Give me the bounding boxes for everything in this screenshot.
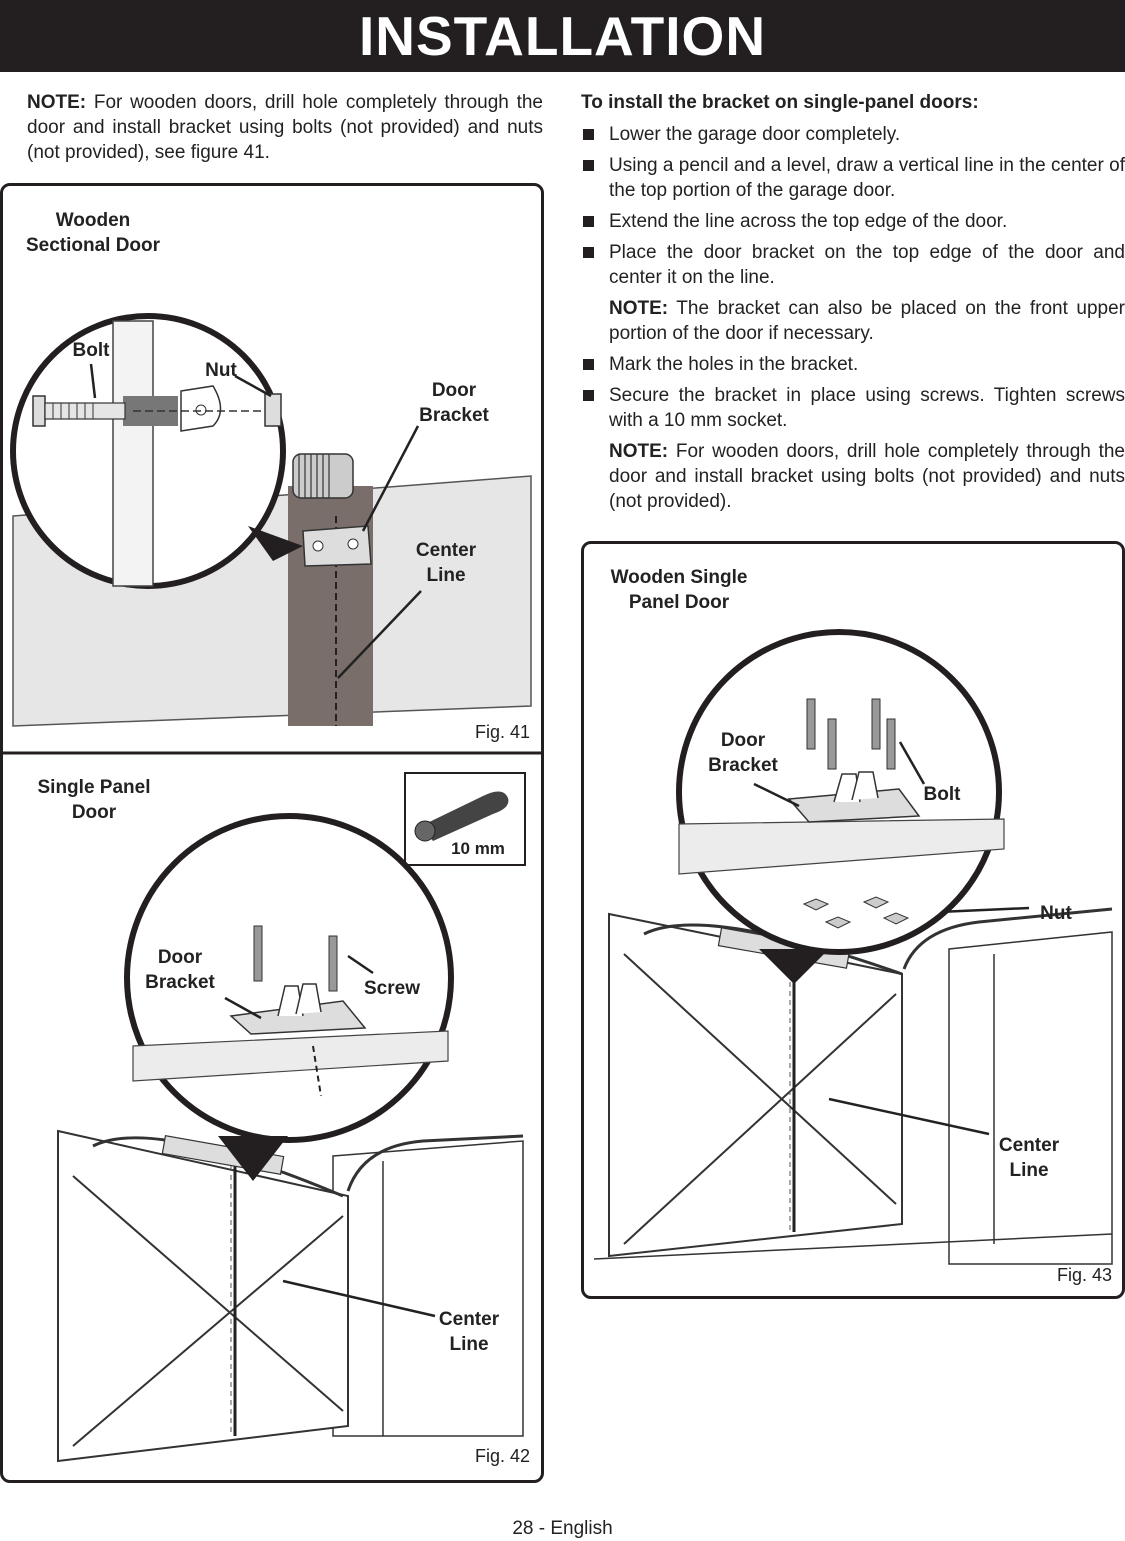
center-line-label: Center xyxy=(999,1135,1060,1156)
nut-label: Nut xyxy=(205,360,237,381)
fig42-caption: Fig. 42 xyxy=(475,1446,530,1466)
fig41-caption: Fig. 41 xyxy=(475,722,530,742)
instructions-heading: To install the bracket on single-panel d… xyxy=(581,92,979,113)
fig43-drawing xyxy=(593,629,1113,1265)
door-bracket-label-2: Bracket xyxy=(419,405,489,426)
fig43-title-line1: Wooden Single xyxy=(611,567,748,588)
center-line-label: Center xyxy=(416,540,477,561)
note-label: NOTE: xyxy=(609,298,669,319)
page-title: INSTALLATION xyxy=(358,5,767,67)
fig41-title-line1: Wooden xyxy=(56,210,131,231)
step-item: Secure the bracket in place using screws… xyxy=(581,383,1125,433)
fig41-drawing xyxy=(10,313,532,727)
door-bracket-label: Door xyxy=(432,380,477,401)
fig42-title-line2: Door xyxy=(72,802,117,823)
door-bracket-label: Door xyxy=(721,730,766,751)
door-bracket-label: Door xyxy=(158,947,203,968)
note-text: For wooden doors, drill hole completely … xyxy=(609,441,1125,512)
left-note: NOTE: For wooden doors, drill hole compl… xyxy=(27,90,543,165)
note-label: NOTE: xyxy=(609,441,669,462)
bolt-label: Bolt xyxy=(924,784,962,805)
center-line-label-2: Line xyxy=(426,565,465,586)
screw-label: Screw xyxy=(364,978,420,999)
bullet-icon xyxy=(583,160,594,171)
fig41-title-line2: Sectional Door xyxy=(26,235,161,256)
step-item: Mark the holes in the bracket. xyxy=(581,352,1125,377)
bullet-icon xyxy=(583,216,594,227)
center-line-label: Center xyxy=(439,1309,500,1330)
page-header: INSTALLATION xyxy=(0,0,1125,72)
bullet-icon xyxy=(583,129,594,140)
tool-size-label: 10 mm xyxy=(451,839,505,858)
fig42-drawing xyxy=(57,772,526,1463)
note-text: For wooden doors, drill hole completely … xyxy=(27,92,543,163)
note-label: NOTE: xyxy=(27,92,87,113)
step-text: Lower the garage door completely. xyxy=(609,124,901,145)
step-item: Extend the line across the top edge of t… xyxy=(581,209,1125,234)
door-bracket-label-2: Bracket xyxy=(145,972,215,993)
bullet-icon xyxy=(583,247,594,258)
fig43-caption: Fig. 43 xyxy=(1057,1265,1112,1285)
note-text: The bracket can also be placed on the fr… xyxy=(609,298,1125,344)
nut-label: Nut xyxy=(1040,903,1072,924)
fig43-title-line2: Panel Door xyxy=(629,592,730,613)
instructions: To install the bracket on single-panel d… xyxy=(581,90,1125,520)
step-text: Extend the line across the top edge of t… xyxy=(609,211,1008,232)
step-text: Mark the holes in the bracket. xyxy=(609,354,859,375)
step-item: Using a pencil and a level, draw a verti… xyxy=(581,153,1125,203)
sub-note: NOTE: The bracket can also be placed on … xyxy=(581,296,1125,346)
bolt-label: Bolt xyxy=(73,340,111,361)
center-line-label-2: Line xyxy=(449,1334,488,1355)
fig42-title-line1: Single Panel xyxy=(38,777,151,798)
bullet-icon xyxy=(583,390,594,401)
step-text: Using a pencil and a level, draw a verti… xyxy=(609,155,1125,201)
step-text: Secure the bracket in place using screws… xyxy=(609,385,1125,431)
figure-panel-right: Wooden Single Panel Door Door Bracket Bo… xyxy=(581,541,1125,1299)
sub-note: NOTE: For wooden doors, drill hole compl… xyxy=(581,439,1125,514)
step-item: Lower the garage door completely. xyxy=(581,122,1125,147)
page-footer: 28 - English xyxy=(512,1518,613,1539)
door-bracket-label-2: Bracket xyxy=(708,755,778,776)
step-text: Place the door bracket on the top edge o… xyxy=(609,242,1125,288)
figure-panel-left: Wooden Sectional Door Bolt Nut Door Brac… xyxy=(0,183,544,1483)
figure-41-42-illustration: Wooden Sectional Door Bolt Nut Door Brac… xyxy=(3,210,541,1466)
bullet-icon xyxy=(583,359,594,370)
figure-43-illustration: Wooden Single Panel Door Door Bracket Bo… xyxy=(593,567,1113,1285)
center-line-label-2: Line xyxy=(1009,1160,1048,1181)
step-item: Place the door bracket on the top edge o… xyxy=(581,240,1125,290)
